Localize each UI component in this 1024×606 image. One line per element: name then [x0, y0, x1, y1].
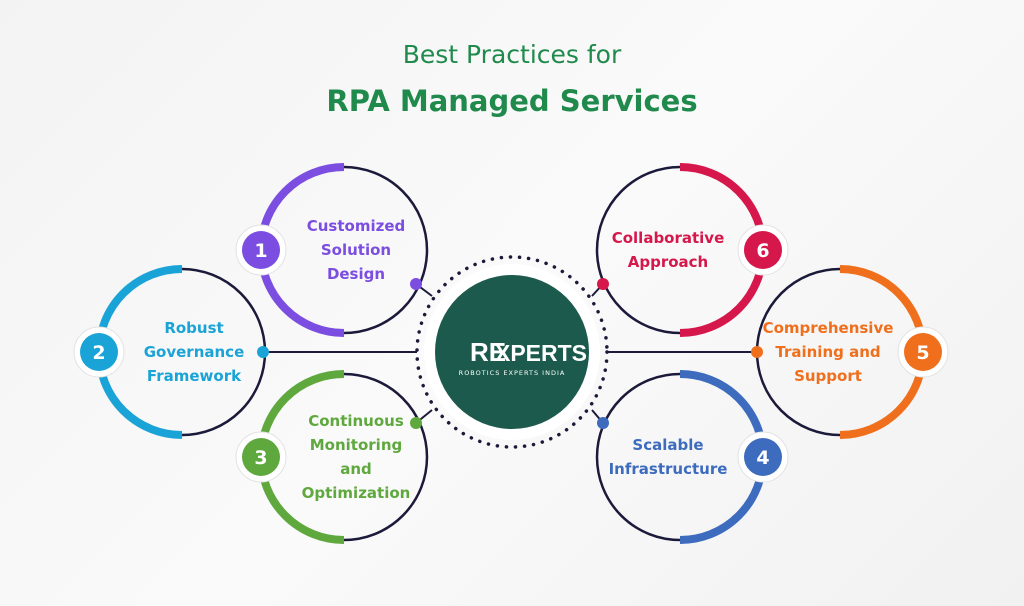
practice-label-line: Scalable	[632, 436, 703, 454]
dotted-ring	[415, 255, 609, 449]
practice-label-line: Monitoring	[310, 436, 402, 454]
practice-number: 6	[756, 240, 769, 262]
number-badge	[80, 333, 118, 371]
number-badge	[744, 438, 782, 476]
practice-label-line: Collaborative	[612, 229, 725, 247]
practice-label-line: Governance	[144, 343, 245, 361]
number-badge	[904, 333, 942, 371]
practice-number: 2	[92, 342, 105, 364]
practice-label-line: Support	[794, 367, 862, 385]
practice-number: 3	[254, 447, 267, 469]
logo-circle	[435, 275, 589, 429]
practice-label-line: and	[340, 460, 372, 478]
practice-label-line: Continuous	[308, 412, 404, 430]
practice-label-line: Framework	[147, 367, 242, 385]
logo-tagline: ROBOTICS EXPERTS INDIA	[459, 369, 566, 377]
practice-label-line: Comprehensive	[763, 319, 894, 337]
connector-dot	[597, 278, 609, 290]
practice-number: 1	[254, 240, 267, 262]
title-line-1: Best Practices for	[402, 40, 622, 69]
connector-dot	[597, 417, 609, 429]
practice-label-line: Solution	[321, 241, 391, 259]
connector-dot	[257, 346, 269, 358]
connector-dot	[410, 417, 422, 429]
practice-label-line: Infrastructure	[609, 460, 728, 478]
connector-dot	[410, 278, 422, 290]
logo-brand: XPERTS	[495, 340, 587, 366]
practice-label-line: Robust	[164, 319, 223, 337]
practice-number: 4	[756, 447, 769, 469]
title-line-2: RPA Managed Services	[326, 84, 698, 118]
practice-number: 5	[916, 342, 929, 364]
number-badge	[242, 438, 280, 476]
connector-dot	[751, 346, 763, 358]
practice-label-line: Design	[327, 265, 385, 283]
practice-label-line: Customized	[307, 217, 406, 235]
logo-mark: RE	[470, 337, 506, 367]
practice-label-line: Approach	[628, 253, 708, 271]
practice-label-line: Optimization	[302, 484, 411, 502]
number-badge	[242, 231, 280, 269]
number-badge	[744, 231, 782, 269]
practice-label-line: Training and	[775, 343, 880, 361]
